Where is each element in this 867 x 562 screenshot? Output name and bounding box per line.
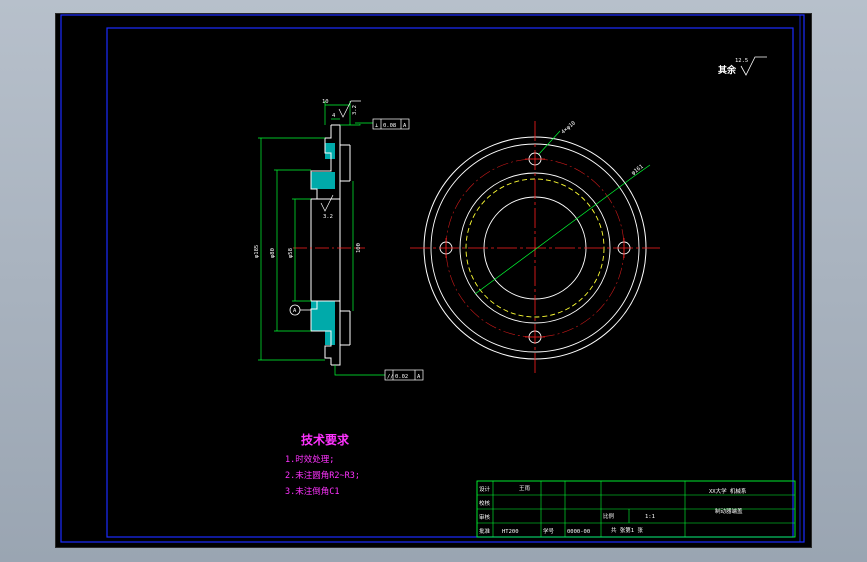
tech-requirements-title: 技术要求 <box>301 432 350 447</box>
tb-review-label: 审核 <box>479 513 491 521</box>
tb-drawing-no-label: 学号 <box>543 527 555 535</box>
tb-school: XX大学 机械系 <box>709 487 747 495</box>
datum-a-marker: A <box>289 304 311 316</box>
dim-bore: 100 <box>356 243 362 253</box>
hole-note: 4×φ10 <box>560 120 577 135</box>
tb-scale-label: 比例 <box>603 512 615 520</box>
cad-drawing: 其余 12.5 <box>60 14 805 543</box>
tech-requirement-item: 2.未注圆角R2~R3; <box>285 470 360 481</box>
datum-a-label: A <box>293 308 297 314</box>
tb-design-label: 设计 <box>479 485 491 493</box>
tb-material: HT200 <box>502 529 519 535</box>
dim-inner-diameter: φ58 <box>288 248 294 258</box>
tb-approve-label: 批准 <box>479 527 491 535</box>
svg-text:⊥: ⊥ <box>375 123 379 129</box>
tb-scale-value: 1:1 <box>645 514 655 520</box>
title-block: 设计 王雨 校核 审核 批准 HT200 学号 0000-00 比例 1:1 共… <box>476 480 796 538</box>
roughness-general-label: 其余 <box>718 64 737 76</box>
tb-part-name: 制动器端盖 <box>715 507 743 515</box>
section-outline <box>310 124 351 366</box>
side-roughness-top <box>338 100 361 118</box>
dim-top-width: 10 <box>322 99 329 105</box>
roughness-top-value: 3.2 <box>352 105 358 115</box>
section-hatch <box>311 143 335 345</box>
front-centerlines <box>410 121 660 375</box>
tolerance-frame-bottom: // 0.02 A <box>384 369 424 381</box>
tolerance-frame-top: ⊥ 0.08 A <box>372 118 410 130</box>
pcd-note: φ161 <box>631 164 645 177</box>
tb-check-label: 校核 <box>479 499 491 507</box>
inner-frame <box>106 27 794 538</box>
tolerance-top-value: 0.08 <box>383 123 396 129</box>
tech-requirement-item: 1.时效处理; <box>285 454 334 465</box>
roughness-general-value: 12.5 <box>735 58 748 64</box>
general-roughness-symbol: 其余 12.5 <box>718 56 767 76</box>
tech-requirements: 技术要求 1.时效处理; 2.未注圆角R2~R3; 3.未注倒角C1 <box>285 432 360 497</box>
tolerance-bottom-datum: A <box>417 374 421 380</box>
tb-drawing-no: 0000-00 <box>567 529 590 535</box>
drawing-viewport[interactable]: 其余 12.5 <box>55 13 812 548</box>
front-view: 4×φ10 φ161 <box>410 120 660 375</box>
svg-text://: // <box>387 374 394 380</box>
tech-requirement-item: 3.未注倒角C1 <box>285 486 339 497</box>
outer-frame <box>60 14 805 543</box>
roughness-face-value: 3.2 <box>323 214 333 220</box>
side-dimensions <box>258 101 385 376</box>
tolerance-top-datum: A <box>403 123 407 129</box>
front-dimensions <box>474 130 651 295</box>
side-section-view: φ185 φ80 φ58 100 10 4 3.2 3.2 A ⊥ 0.08 A <box>254 99 424 381</box>
dim-outer-diameter: φ185 <box>254 245 260 258</box>
tolerance-bottom-value: 0.02 <box>395 374 408 380</box>
dim-top-width-2: 4 <box>332 113 336 119</box>
tb-sheet-info: 共 张第1 张 <box>611 526 643 534</box>
side-roughness-face <box>320 194 334 212</box>
dim-mid-diameter: φ80 <box>270 248 276 258</box>
tb-designer: 王雨 <box>519 485 531 492</box>
